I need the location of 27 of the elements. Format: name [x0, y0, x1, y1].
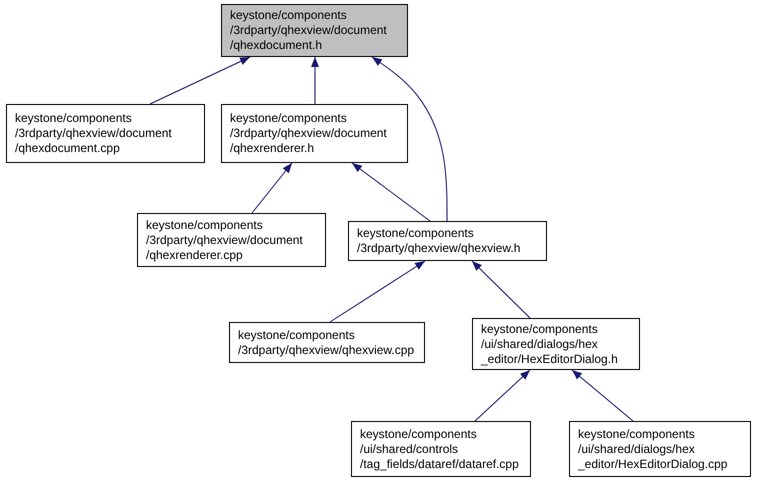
- file-box: [569, 421, 751, 477]
- file-box: [472, 318, 640, 370]
- file-box: [229, 322, 425, 363]
- file-box: [221, 4, 408, 57]
- file-path: keystone/components /3rdparty/qhexview/document /qhexrenderer.h: [230, 111, 388, 156]
- arrow: [252, 162, 292, 214]
- file-path: keystone/components /ui/shared/dialogs/hex _editor/HexEditorDialog.cpp: [578, 426, 728, 472]
- file-path: keystone/components /3rdparty/qhexview/document /qhexdocument.h: [230, 8, 388, 53]
- file-box: [6, 104, 205, 163]
- file-path: keystone/components /ui/shared/controls /tag_fields/dataref/dataref.cpp: [360, 426, 520, 472]
- arrow: [572, 370, 634, 422]
- file-path: keystone/components /3rdparty/qhexview/document /qhexrenderer.cpp: [146, 218, 304, 262]
- arrow: [330, 260, 426, 322]
- file-path: keystone/components /3rdparty/qhexview/qhexview.cpp: [238, 328, 416, 358]
- file-box: [137, 213, 326, 267]
- file-path: keystone/components /ui/shared/dialogs/hex _editor/HexEditorDialog.h: [481, 322, 619, 366]
- arrow: [311, 56, 319, 104]
- arrow: [472, 260, 530, 318]
- arrow: [372, 56, 448, 222]
- arrow: [474, 370, 530, 422]
- file-box: [348, 221, 547, 261]
- arrow: [150, 56, 250, 104]
- file-path: keystone/components /3rdparty/qhexview/qhexview.h: [357, 226, 522, 256]
- file-box: [221, 104, 408, 163]
- arrow: [352, 162, 430, 222]
- file-box: [351, 421, 531, 477]
- file-path: keystone/components /3rdparty/qhexview/document /qhexdocument.cpp: [15, 111, 173, 156]
